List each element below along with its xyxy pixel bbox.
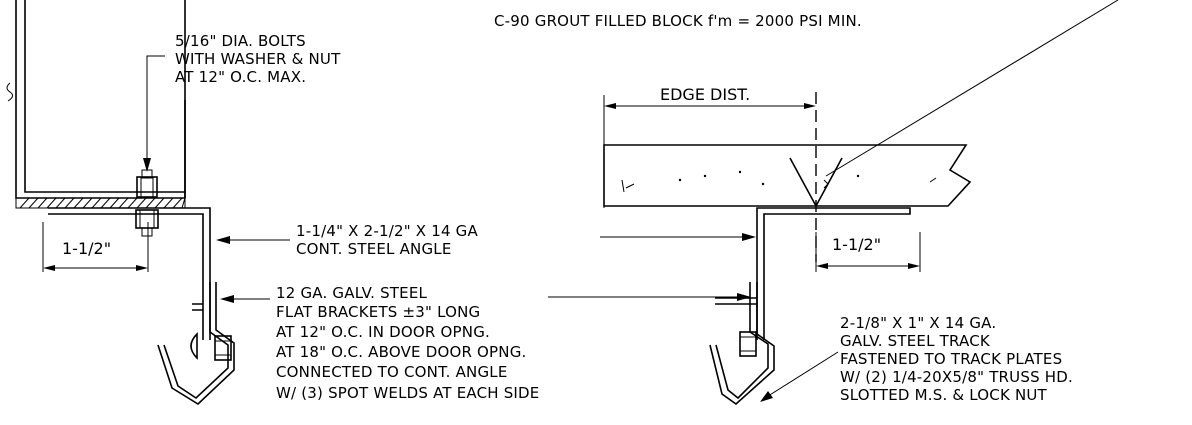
angle-note: 1-1/4" X 2-1/2" X 14 GA CONT. STEEL ANGL… <box>296 222 478 258</box>
left-break-mark <box>6 82 14 102</box>
hatch-line <box>100 197 111 209</box>
grout-note: C-90 GROUT FILLED BLOCK f'm = 2000 PSI M… <box>494 12 862 30</box>
bolt-note: 5/16" DIA. BOLTS WITH WASHER & NUT AT 12… <box>175 32 341 86</box>
svg-text:12 GA. GALV. STEEL: 12 GA. GALV. STEEL <box>276 284 428 302</box>
svg-text:GALV. STEEL TRACK: GALV. STEEL TRACK <box>840 332 991 350</box>
hatch-line <box>28 197 39 209</box>
hatch-line <box>109 197 120 209</box>
svg-text:AT 12" O.C. MAX.: AT 12" O.C. MAX. <box>175 68 306 86</box>
left-bracket-plate <box>157 282 235 406</box>
grout-block-outline <box>603 144 972 207</box>
track-leader <box>764 351 839 399</box>
svg-text:FLAT BRACKETS ±3" LONG: FLAT BRACKETS ±3" LONG <box>276 303 480 321</box>
hatch-line <box>19 197 30 209</box>
hatch-line <box>118 197 129 209</box>
left-flat-bracket <box>192 303 203 311</box>
svg-text:2-1/8" X 1" X 14 GA.: 2-1/8" X 1" X 14 GA. <box>840 314 996 332</box>
svg-text:1-1/4" X 2-1/2" X 14 GA: 1-1/4" X 2-1/2" X 14 GA <box>296 222 478 240</box>
svg-text:SLOTTED M.S. & LOCK NUT: SLOTTED M.S. & LOCK NUT <box>840 386 1048 404</box>
svg-text:W/ (3) SPOT WELDS AT EACH SIDE: W/ (3) SPOT WELDS AT EACH SIDE <box>276 384 539 402</box>
hatch-line <box>154 197 165 209</box>
hatch-line <box>73 197 84 209</box>
track-note: 2-1/8" X 1" X 14 GA. GALV. STEEL TRACK F… <box>840 314 1073 404</box>
left-detail <box>6 0 290 406</box>
svg-text:CONNECTED TO CONT. ANGLE: CONNECTED TO CONT. ANGLE <box>276 363 508 381</box>
hatch-line <box>64 197 75 209</box>
svg-text:AT 12" O.C. IN DOOR OPNG.: AT 12" O.C. IN DOOR OPNG. <box>276 323 490 341</box>
hatch-line <box>172 197 183 209</box>
bolt-leader <box>146 55 165 165</box>
hatch-line <box>37 197 48 209</box>
grout-speckles <box>621 170 937 193</box>
grout-note-leader <box>825 0 1119 177</box>
right-steel-angle <box>756 207 911 340</box>
hatch-line <box>181 197 186 209</box>
edge-distance-label: EDGE DIST. <box>660 85 750 104</box>
svg-text:W/ (2) 1/4-20X5/8" TRUSS HD.: W/ (2) 1/4-20X5/8" TRUSS HD. <box>840 368 1073 386</box>
left-base-hatch <box>19 197 186 209</box>
hatch-line <box>55 197 66 209</box>
right-bracket-bolt <box>739 331 757 357</box>
hatch-line <box>82 197 93 209</box>
hatch-line <box>136 197 147 209</box>
right-offset-dimension: 1-1/2" <box>832 235 881 254</box>
svg-text:5/16" DIA. BOLTS: 5/16" DIA. BOLTS <box>175 32 306 50</box>
left-offset-dimension: 1-1/2" <box>62 239 111 258</box>
right-detail <box>548 0 1119 406</box>
svg-text:CONT. STEEL ANGLE: CONT. STEEL ANGLE <box>296 240 452 258</box>
bolt-leader-arrow <box>143 158 151 172</box>
hatch-line <box>163 197 174 209</box>
bolt-assembly <box>135 169 159 237</box>
left-channel-outline <box>15 0 186 199</box>
left-bracket-washer <box>190 332 198 360</box>
hatch-line <box>46 197 57 209</box>
left-bracket-bolt <box>214 335 232 361</box>
hatch-line <box>145 197 156 209</box>
hatch-line <box>127 197 138 209</box>
svg-text:AT 18" O.C. ABOVE DOOR OPNG.: AT 18" O.C. ABOVE DOOR OPNG. <box>276 343 527 361</box>
svg-text:WITH WASHER & NUT: WITH WASHER & NUT <box>175 50 341 68</box>
hatch-line <box>91 197 102 209</box>
bracket-note: 12 GA. GALV. STEEL FLAT BRACKETS ±3" LON… <box>276 284 539 402</box>
left-steel-angle <box>48 207 211 340</box>
svg-text:FASTENED TO TRACK PLATES: FASTENED TO TRACK PLATES <box>840 350 1062 368</box>
anchor-v <box>789 157 843 208</box>
